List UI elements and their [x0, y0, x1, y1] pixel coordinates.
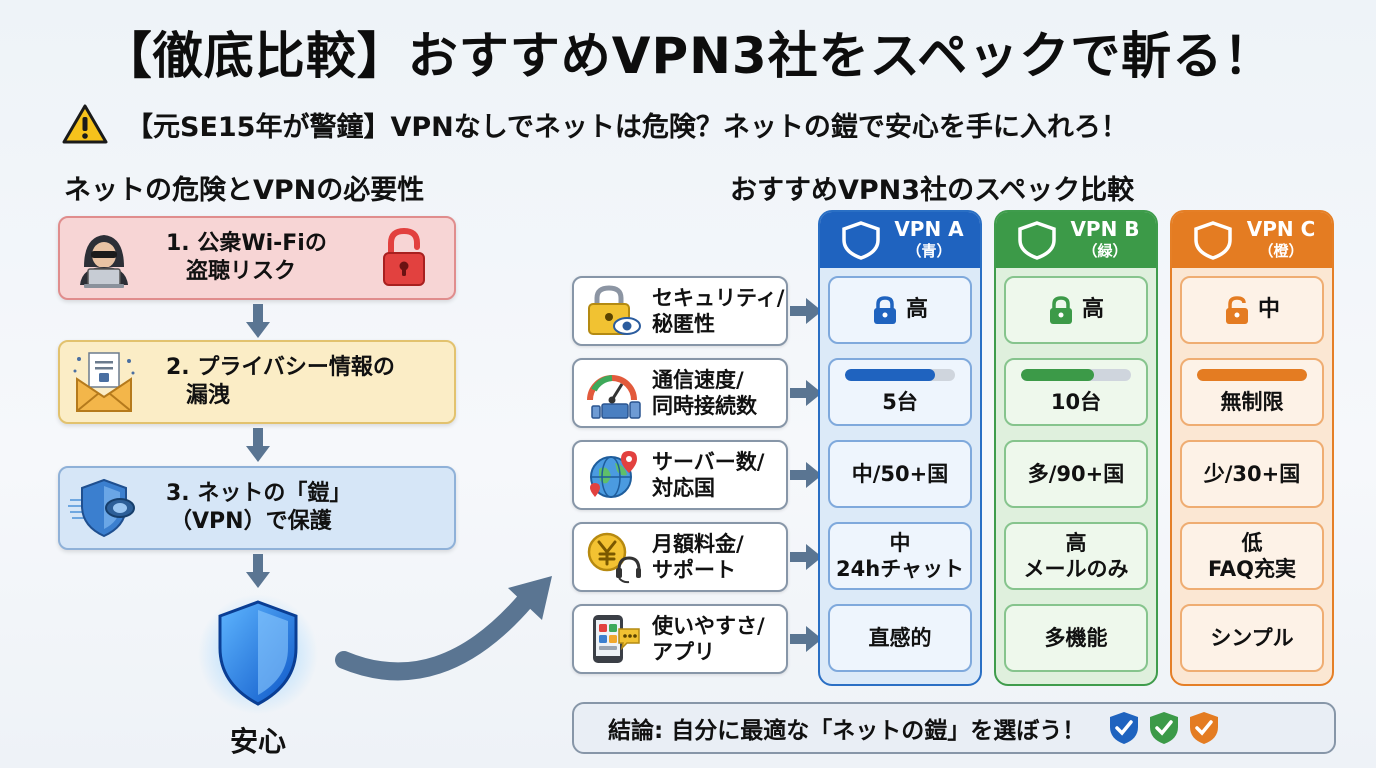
- vendor-c-speed-value: 無制限: [1220, 390, 1284, 414]
- vendor-a-color-label: （青）: [906, 242, 952, 260]
- category-servers: サーバー数/ 対応国: [572, 440, 788, 510]
- smartphone-app-icon: [593, 615, 640, 663]
- vendor-a-servers: 中/50+国: [828, 440, 972, 508]
- vendor-c-name: VPN C: [1246, 217, 1316, 241]
- risk-1-line1: 1. 公衆Wi-Fiの: [166, 231, 327, 256]
- vendor-c-price-value: 低: [1241, 531, 1263, 555]
- risk-2-line2: 漏洩: [186, 383, 231, 408]
- vendor-a-shield-icon: [842, 221, 880, 260]
- category-2-line2: 同時接続数: [652, 394, 757, 418]
- protection-shield-icon: [198, 594, 318, 714]
- vendor-b-price: 高 メールのみ: [1004, 522, 1148, 590]
- vendor-b-name: VPN B: [1070, 217, 1140, 241]
- vendor-a-speed-value: 5台: [882, 390, 918, 414]
- category-5-line2: アプリ: [652, 640, 715, 664]
- vendor-a-price: 中 24hチャット: [828, 522, 972, 590]
- risk-1-line2: 盗聴リスク: [186, 259, 297, 284]
- unlocked-padlock-icon: [1225, 296, 1248, 324]
- shield-tunnel-icon: [68, 478, 135, 538]
- vendor-a-name: VPN A: [894, 217, 964, 241]
- subtitle-text: 【元SE15年が警鐘】VPNなしでネットは危険？ネットの鎧で安心を手に入れろ！: [126, 111, 1128, 143]
- warning-subtitle: 【元SE15年が警鐘】VPNなしでネットは危険？ネットの鎧で安心を手に入れろ！: [62, 98, 1128, 150]
- left-section-title: ネットの危険とVPNの必要性: [64, 175, 425, 206]
- unlocked-padlock-icon: [383, 227, 425, 286]
- vendor-b-price-value: 高: [1065, 531, 1087, 555]
- vendor-a-header: VPN A（青）: [820, 212, 980, 268]
- conclusion-text: 結論: 自分に最適な「ネットの鎧」を選ぼう！: [608, 718, 1086, 744]
- down-arrow-1-icon: [246, 304, 270, 338]
- vendor-b-speed-value: 10台: [1050, 390, 1102, 414]
- vendor-c-servers: 少/30+国: [1180, 440, 1324, 508]
- curved-arrow-icon: [335, 576, 552, 681]
- vendor-a-price-value: 中: [889, 531, 911, 555]
- right-section-title: おすすめVPN3社のスペック比較: [730, 175, 1135, 206]
- relief-label: 安心: [229, 725, 286, 758]
- orange-check-shield-icon: [1190, 712, 1219, 744]
- vendor-a-security-value: 高: [905, 297, 928, 322]
- vendor-c-shield-icon: [1194, 221, 1232, 260]
- category-usability: 使いやすさ/ アプリ: [572, 604, 788, 674]
- vendor-a-speed: 5台: [828, 358, 972, 426]
- down-arrow-2-icon: [246, 428, 270, 462]
- down-arrow-3-icon: [246, 554, 270, 588]
- category-2-line1: 通信速度/: [652, 368, 744, 392]
- vendor-c-security: 中: [1180, 276, 1324, 344]
- vendor-c-speed: 無制限: [1180, 358, 1324, 426]
- category-1-line2: 秘匿性: [652, 312, 715, 336]
- warning-icon: [62, 104, 108, 144]
- category-price: 月額料金/ サポート: [572, 522, 788, 592]
- locked-padlock-icon: [873, 296, 896, 324]
- category-3-line2: 対応国: [652, 476, 715, 500]
- vendor-b-usability: 多機能: [1004, 604, 1148, 672]
- page-title: 【徹底比較】おすすめVPN3社をスペックで斬る！: [101, 27, 1275, 85]
- category-3-line1: サーバー数/: [652, 450, 765, 474]
- vendor-c-price: 低 FAQ充実: [1180, 522, 1324, 590]
- category-security: セキュリティ/ 秘匿性: [572, 276, 788, 346]
- category-5-line1: 使いやすさ/: [652, 614, 765, 638]
- vendor-c-support-value: FAQ充実: [1207, 557, 1297, 581]
- risk-step-privacy: 2. プライバシー情報の 漏洩: [58, 340, 456, 424]
- vendor-b-security: 高: [1004, 276, 1148, 344]
- vendor-b-servers: 多/90+国: [1004, 440, 1148, 508]
- conclusion-banner: 結論: 自分に最適な「ネットの鎧」を選ぼう！: [572, 702, 1336, 754]
- risk-step-wifi: 1. 公衆Wi-Fiの 盗聴リスク: [58, 216, 456, 300]
- vendor-b-security-value: 高: [1081, 297, 1104, 322]
- vendor-c-color-label: （橙）: [1258, 242, 1304, 260]
- hacker-icon: [80, 235, 128, 288]
- green-check-shield-icon: [1150, 712, 1179, 744]
- vendor-c-header: VPN C（橙）: [1172, 212, 1332, 268]
- vendor-c-usability: シンプル: [1180, 604, 1324, 672]
- risk-3-line2: （VPN）で保護: [170, 509, 332, 534]
- risk-2-line1: 2. プライバシー情報の: [166, 355, 395, 380]
- vendor-c-speed-bar: [1197, 369, 1307, 381]
- category-4-line2: サポート: [652, 558, 736, 582]
- vendor-a-security: 高: [828, 276, 972, 344]
- blue-check-shield-icon: [1110, 712, 1139, 744]
- lock-eye-icon: [588, 285, 641, 335]
- vendor-b-header: VPN B（緑）: [996, 212, 1156, 268]
- leaked-mail-icon: [73, 352, 135, 412]
- category-1-line1: セキュリティ/: [652, 286, 785, 310]
- category-arrows: [790, 298, 822, 652]
- vendor-b-color-label: （緑）: [1082, 242, 1128, 260]
- vendor-b-speed-bar: [1021, 369, 1131, 381]
- vendor-a-usability: 直感的: [828, 604, 972, 672]
- globe-pins-icon: [590, 451, 637, 498]
- vendor-b-shield-icon: [1018, 221, 1056, 260]
- category-4-line1: 月額料金/: [652, 532, 744, 556]
- risk-3-line1: 3. ネットの「鎧」: [166, 481, 352, 506]
- locked-padlock-icon: [1049, 296, 1072, 324]
- risk-step-vpn-protect: 3. ネットの「鎧」 （VPN）で保護: [58, 466, 456, 550]
- vendor-b-support-value: メールのみ: [1023, 557, 1129, 581]
- vendor-a-speed-bar: [845, 369, 955, 381]
- vendor-b-speed: 10台: [1004, 358, 1148, 426]
- yen-coin-headset-icon: [587, 532, 641, 584]
- category-speed: 通信速度/ 同時接続数: [572, 358, 788, 428]
- vendor-a-support-value: 24hチャット: [836, 557, 964, 581]
- vendor-c-security-value: 中: [1257, 297, 1280, 322]
- speedometer-devices-icon: [587, 375, 641, 419]
